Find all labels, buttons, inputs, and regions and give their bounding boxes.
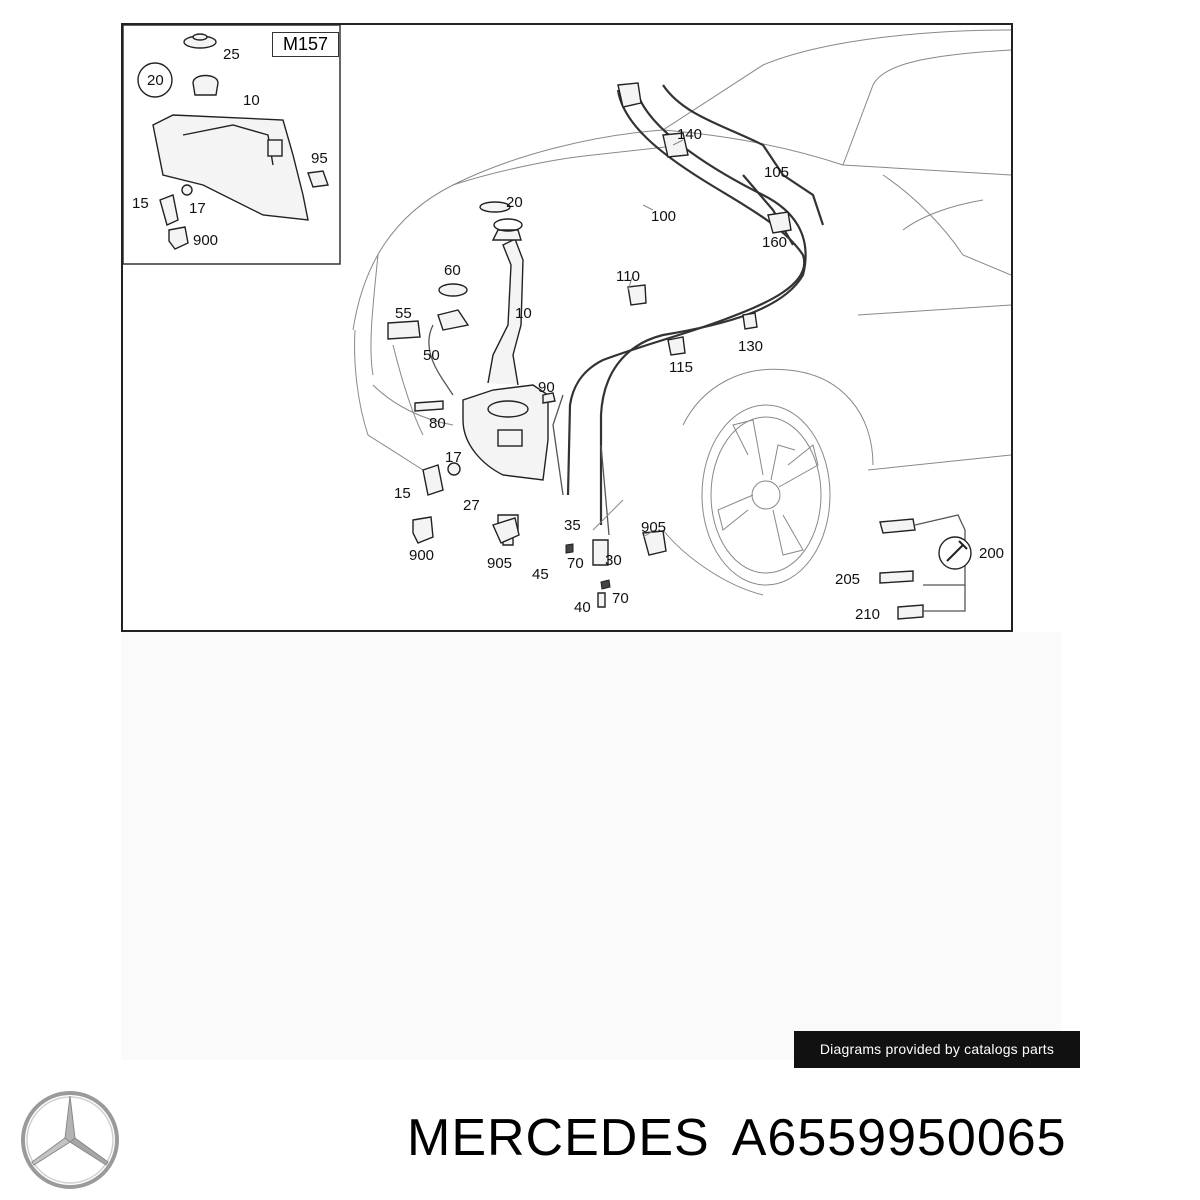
callout-95: 95 (311, 150, 328, 167)
callout-90: 90 (538, 379, 555, 396)
callout-15: 15 (394, 485, 411, 502)
callout-70-top: 70 (567, 555, 584, 572)
callout-205: 205 (835, 571, 860, 588)
callout-60: 60 (444, 262, 461, 279)
callout-110: 110 (616, 268, 640, 285)
callout-45: 45 (532, 566, 549, 583)
callout-905-left: 905 (487, 555, 512, 572)
callout-80: 80 (429, 415, 446, 432)
callout-35: 35 (564, 517, 581, 534)
credit-badge: Diagrams provided by catalogs parts (794, 1031, 1080, 1068)
callout-17-inset: 17 (189, 200, 206, 217)
callout-10: 10 (515, 305, 532, 322)
callout-50: 50 (423, 347, 440, 364)
part-number: A6559950065 (731, 1109, 1067, 1167)
callout-130: 130 (738, 338, 763, 355)
callout-30: 30 (605, 552, 622, 569)
callout-55: 55 (395, 305, 412, 322)
blank-panel (121, 632, 1061, 1060)
model-label: M157 (272, 32, 339, 57)
wiring-harness (552, 84, 825, 536)
callout-160: 160 (762, 234, 787, 251)
brand-name: MERCEDES (407, 1109, 710, 1167)
callout-17: 17 (445, 449, 462, 466)
callout-905-right: 905 (641, 519, 666, 536)
callout-100: 100 (651, 208, 676, 225)
mercedes-star-icon (21, 1091, 119, 1189)
callout-40: 40 (574, 599, 591, 616)
wrench-icon (946, 540, 968, 562)
callout-115: 115 (669, 359, 693, 376)
inset-box (123, 25, 341, 265)
inset-parts (137, 33, 329, 250)
callout-900-inset: 900 (193, 232, 218, 249)
callout-140: 140 (677, 126, 702, 143)
brand-title: MERCEDES A6559950065 (407, 1108, 1089, 1168)
callout-27: 27 (463, 497, 480, 514)
washer-reservoir (387, 201, 667, 608)
callout-10-inset: 10 (243, 92, 260, 109)
leader-lines (592, 139, 684, 538)
callout-20-inset: 20 (147, 72, 164, 89)
callout-210: 210 (855, 606, 880, 623)
callout-900: 900 (409, 547, 434, 564)
car-outline (352, 29, 1011, 596)
parts-diagram: 25 20 10 95 15 17 900 20 10 60 55 50 90 … (121, 23, 1013, 632)
callout-25: 25 (223, 46, 240, 63)
callout-70-bottom: 70 (612, 590, 629, 607)
harness-clips (617, 82, 972, 620)
callout-200: 200 (979, 545, 1004, 562)
callout-labels: 25 20 10 95 15 17 900 20 10 60 55 50 90 … (132, 46, 1004, 623)
wheel (701, 404, 831, 586)
diagram-drawing: 25 20 10 95 15 17 900 20 10 60 55 50 90 … (123, 25, 1011, 623)
callout-20: 20 (506, 194, 523, 211)
callout-15-inset: 15 (132, 195, 149, 212)
callout-105: 105 (764, 164, 789, 181)
